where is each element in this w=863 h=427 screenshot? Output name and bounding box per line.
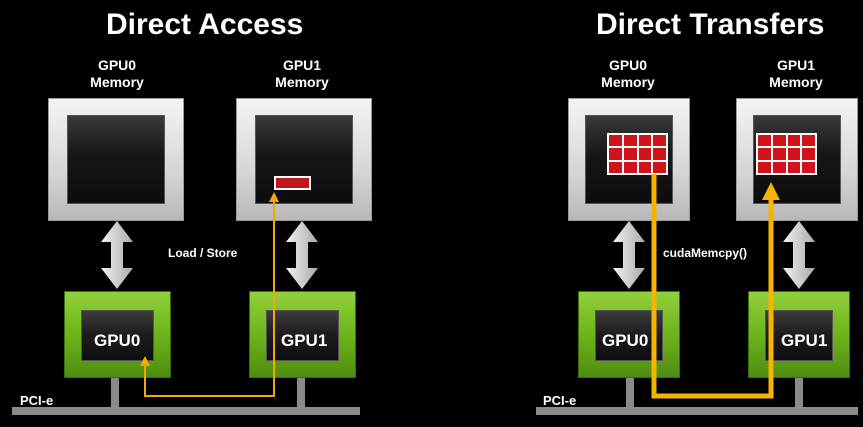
pci-bus-left bbox=[12, 376, 360, 415]
pci-bus-right bbox=[536, 376, 858, 415]
memory-block-gpu1-right bbox=[736, 98, 858, 221]
title-direct-access: Direct Access bbox=[106, 8, 304, 41]
double-arrow-right-gpu0 bbox=[613, 221, 645, 289]
load-store-label: Load / Store bbox=[168, 246, 238, 260]
gpu0-label-right: GPU0 bbox=[602, 331, 649, 350]
cudamemcpy-label: cudaMemcpy() bbox=[663, 246, 748, 260]
cudamemcpy-path bbox=[651, 174, 780, 399]
double-arrow-left-gpu1 bbox=[286, 221, 318, 289]
double-arrow-right-gpu1 bbox=[783, 221, 815, 289]
data-block-gpu1-memory bbox=[756, 133, 817, 175]
gpu0-label-left: GPU0 bbox=[94, 331, 141, 350]
memory-block-gpu1-left bbox=[236, 98, 372, 221]
gpu1-board-right bbox=[748, 291, 850, 378]
pci-e-label-left: PCI-e bbox=[20, 393, 54, 408]
memory-block-gpu0-left bbox=[48, 98, 184, 221]
gpu1-label-left: GPU1 bbox=[281, 331, 328, 350]
gpu1-label-right: GPU1 bbox=[781, 331, 828, 350]
data-block-gpu0-memory bbox=[607, 133, 668, 175]
double-arrow-left-gpu0 bbox=[101, 221, 133, 289]
data-item-gpu1-memory bbox=[274, 176, 311, 190]
load-store-path bbox=[140, 192, 279, 397]
gpu0-board-left bbox=[64, 291, 171, 378]
title-direct-transfers: Direct Transfers bbox=[596, 8, 825, 41]
gpu1-board-left bbox=[249, 291, 356, 378]
pci-e-label-right: PCI-e bbox=[543, 393, 577, 408]
